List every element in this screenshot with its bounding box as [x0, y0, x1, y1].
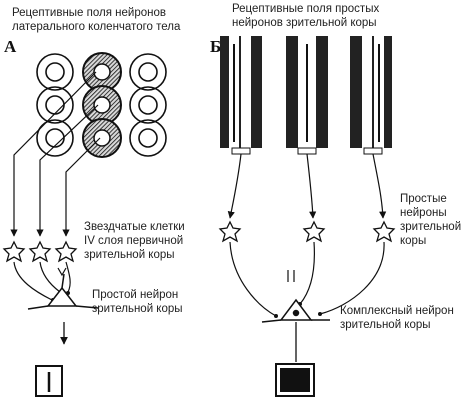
lgn-receptive-field-plain — [36, 53, 74, 91]
lgn-receptive-field-active — [82, 118, 122, 158]
stellate-cells — [2, 240, 78, 263]
simple-neuron-label-line: зрительной коры — [92, 303, 183, 315]
lgn-receptive-field-active-column — [82, 52, 122, 158]
projection-arrow — [62, 137, 101, 237]
complex-neuron-label-line: зрительной коры — [340, 319, 431, 331]
stellate-cell-icon — [2, 240, 26, 263]
complex-neuron-icon — [261, 298, 330, 323]
stellate-label-line: IV слоя первичной — [84, 235, 183, 247]
lgn-receptive-field-plain — [129, 86, 167, 124]
projection-arrow — [10, 71, 97, 237]
lgn-receptive-field-plain — [129, 53, 167, 91]
projection-arrow — [306, 153, 317, 219]
simple-neuron-star-icon — [218, 220, 242, 243]
complex-neuron-label-line: Комплексный нейрон — [340, 305, 454, 317]
simple-neuron-icon — [27, 273, 99, 310]
lgn-receptive-field-plain — [36, 86, 74, 124]
panel-b-letter: Б — [210, 37, 221, 56]
panel-b-title-line: Рецептивные поля простых — [232, 3, 379, 15]
panel-b-title-line: нейронов зрительной коры — [232, 17, 377, 29]
simple-neuron-star-icon — [302, 220, 326, 243]
simple-neurons — [218, 220, 396, 243]
projection-arrow — [227, 153, 242, 219]
simple-neuron-axons — [229, 241, 385, 317]
simple-neuron-label-line: Простой нейрон — [92, 289, 178, 301]
simple-cell-receptive-field — [220, 36, 262, 155]
stellate-cell-icon — [28, 240, 52, 263]
simple-cell-receptive-field — [350, 36, 392, 155]
stellate-cells-label: Звездчатые клетки IV слоя первичной зрит… — [84, 221, 188, 261]
simple-neurons-label-line: нейроны — [400, 207, 447, 219]
lgn-receptive-field-plain — [129, 119, 167, 157]
panel-b-title: Рецептивные поля простых нейронов зрител… — [232, 3, 382, 29]
lgn-projection-arrows — [10, 71, 101, 237]
panel-a-title: Рецептивные поля нейронов латерального к… — [12, 7, 181, 33]
stellate-label-line: Звездчатые клетки — [84, 221, 185, 233]
projection-arrow — [372, 153, 387, 219]
simple-neuron-label: Простой нейрон зрительной коры — [92, 289, 183, 315]
output-box-filled — [275, 363, 315, 397]
simple-neuron-star-icon — [372, 220, 396, 243]
simple-neurons-label-line: коры — [400, 235, 426, 247]
simple-neurons-label-line: Простые — [400, 193, 447, 205]
projection-arrow — [36, 104, 99, 237]
output-box-bar — [35, 365, 63, 397]
stellate-axons — [13, 261, 71, 301]
lgn-receptive-field-active — [82, 52, 122, 92]
simple-cell-receptive-field — [286, 36, 328, 155]
simple-neurons-label: Простые нейроны зрительной коры — [400, 193, 464, 247]
panel-a-letter: А — [4, 37, 17, 56]
stellate-label-line: зрительной коры — [84, 249, 175, 261]
stellate-cell-icon — [54, 240, 78, 263]
panel-a-title-line: Рецептивные поля нейронов — [12, 7, 166, 19]
complex-neuron-label: Комплексный нейрон зрительной коры — [340, 305, 457, 331]
panel-a-title-line: латерального коленчатого тела — [12, 21, 181, 33]
field-projection-arrows — [227, 153, 387, 219]
simple-neurons-label-line: зрительной — [400, 221, 461, 233]
